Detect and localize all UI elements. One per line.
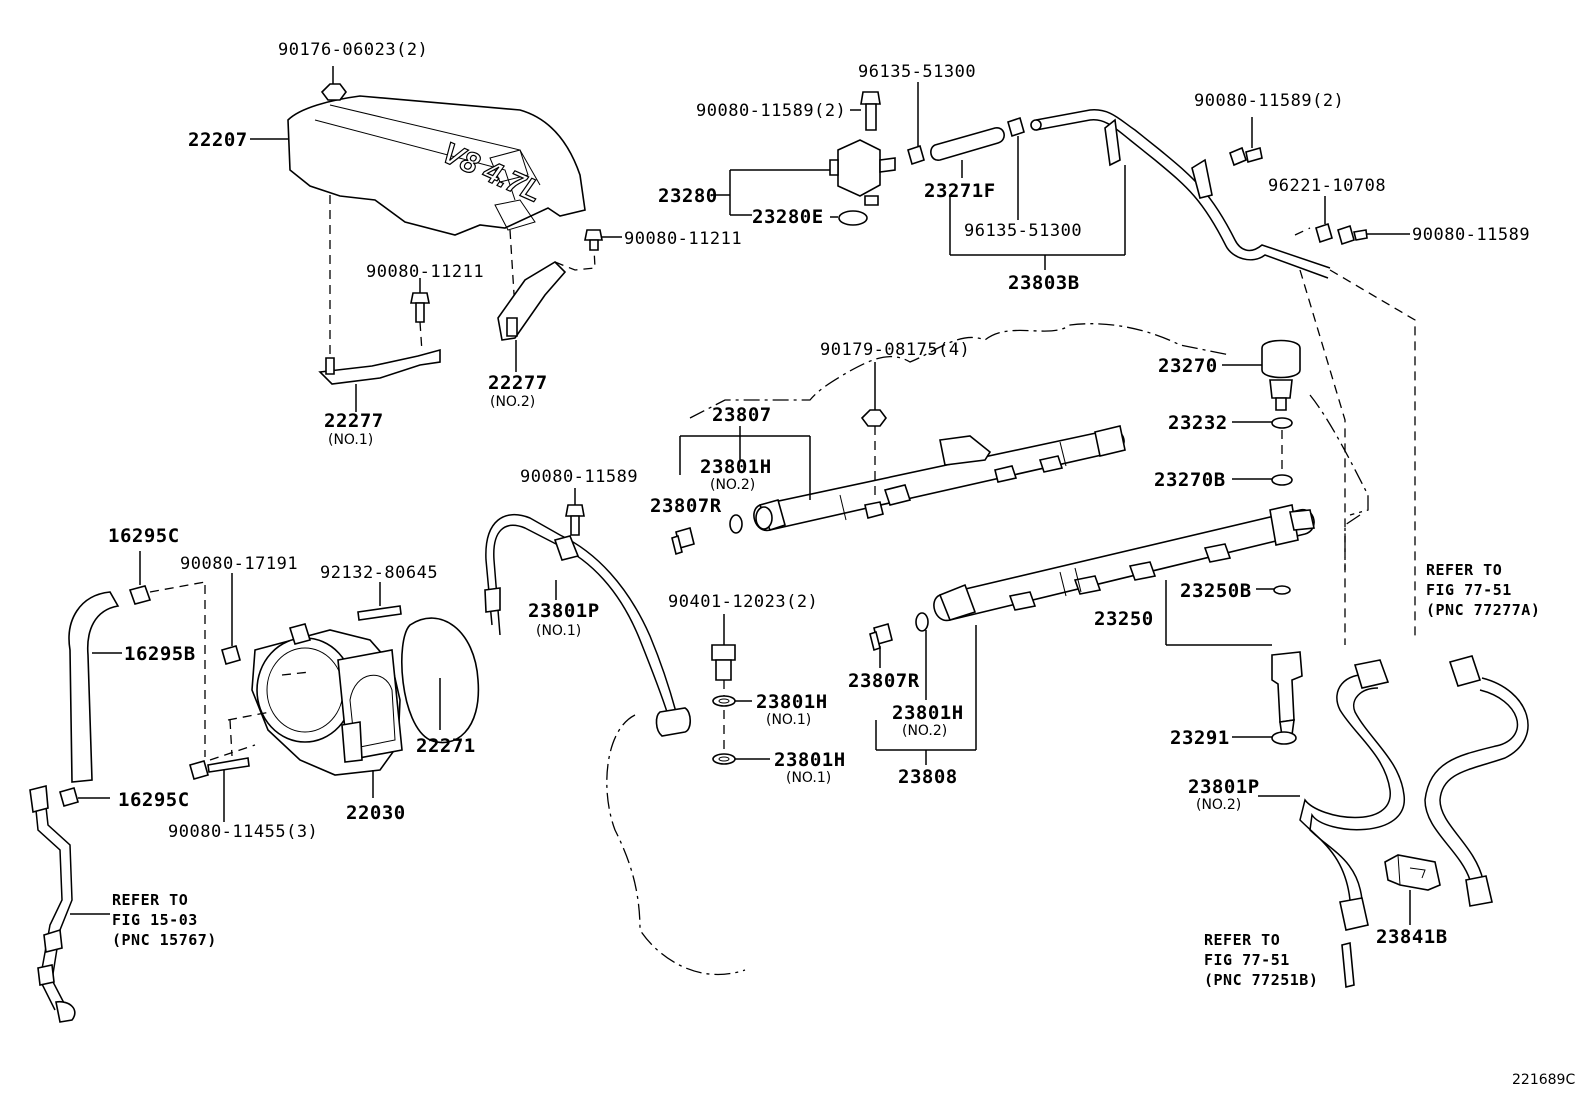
stud-92132-80645 <box>357 582 402 621</box>
label-23801h-no2a: 23801H <box>700 456 772 478</box>
label-23232: 23232 <box>1168 412 1228 434</box>
drawing-code: 221689C <box>1512 1072 1576 1088</box>
oring-23232 <box>1232 417 1293 429</box>
oring-23291 <box>1232 731 1297 745</box>
label-23801h-no2a-sub: (NO.2) <box>710 477 756 493</box>
label-96135-51300-top: 96135-51300 <box>858 62 977 82</box>
hose-16295b <box>68 591 120 783</box>
label-23270b: 23270B <box>1154 469 1226 491</box>
hose-to-fig-77-51-a <box>1424 655 1529 907</box>
nut-90179-08175 <box>860 362 887 500</box>
label-96135-51300-mid: 96135-51300 <box>964 221 1083 241</box>
water-pipe-assembly <box>29 784 110 1023</box>
label-23250b: 23250B <box>1180 580 1252 602</box>
hose-23801p-no1 <box>484 513 692 737</box>
label-23807r-a: 23807R <box>650 495 722 517</box>
label-90179-08175: 90179-08175(4) <box>820 340 971 360</box>
throttle-body-22030 <box>251 623 403 798</box>
label-23801h-no1b-sub: (NO.1) <box>786 770 832 786</box>
label-23801h-no2b-sub: (NO.2) <box>902 723 948 739</box>
label-16295b: 16295B <box>124 643 196 665</box>
bolt-90080-11211-b <box>584 229 622 251</box>
label-23271f: 23271F <box>924 180 996 202</box>
label-90080-17191: 90080-17191 <box>180 554 299 574</box>
label-23801h-no1b: 23801H <box>774 749 846 771</box>
fuel-pipe-23803b <box>1030 109 1331 279</box>
bolt-90080-11211-a <box>410 278 430 353</box>
label-90080-11589-2b: 90080-11589(2) <box>1194 91 1345 111</box>
label-23250: 23250 <box>1094 608 1154 630</box>
cover-nut <box>320 66 347 101</box>
hose-23801p-no2 <box>1258 659 1405 989</box>
refer-fig-77-51-b: REFER TO FIG 77-51 (PNC 77251B) <box>1204 931 1319 989</box>
clamp-96135-51300-mid <box>1007 116 1025 220</box>
clip-23841b <box>1384 854 1441 925</box>
label-23801h-no1a-sub: (NO.1) <box>766 712 812 728</box>
fuel-rail-23807 <box>753 425 1126 532</box>
engine-cover: V8 4.7L <box>287 95 586 236</box>
label-23270: 23270 <box>1158 355 1218 377</box>
fuel-rail-23808 <box>933 504 1315 622</box>
clamp-96135-51300-top <box>907 82 925 166</box>
label-23801h-no1a: 23801H <box>756 691 828 713</box>
bolt-90080-17191 <box>221 573 241 665</box>
plug-23807r-b <box>869 612 929 700</box>
gasket-23801h-no1-b <box>712 753 770 765</box>
label-96221-10708: 96221-10708 <box>1268 176 1387 196</box>
bolt-90080-11455 <box>189 757 250 822</box>
clamp-16295c-bottom <box>59 787 110 807</box>
bracket-22277-no1 <box>318 348 441 412</box>
label-90080-11211-a: 90080-11211 <box>366 262 485 282</box>
union-bolt-90401-12023 <box>711 614 736 760</box>
label-90080-11589-m: 90080-11589 <box>520 467 639 487</box>
label-23801p-no2-sub: (NO.2) <box>1196 797 1242 813</box>
label-23803b: 23803B <box>1008 272 1080 294</box>
label-90080-11211-b: 90080-11211 <box>624 229 743 249</box>
label-22207: 22207 <box>188 129 248 151</box>
label-90080-11455: 90080-11455(3) <box>168 822 319 842</box>
label-23807r-b: 23807R <box>848 670 920 692</box>
gasket-22271 <box>401 617 480 744</box>
label-23280: 23280 <box>658 185 718 207</box>
oring-23270b <box>1232 430 1293 486</box>
label-92132-80645: 92132-80645 <box>320 563 439 583</box>
label-90080-11589-r: 90080-11589 <box>1412 225 1531 245</box>
clamp-16295c-top <box>128 551 152 605</box>
label-23801h-no2b: 23801H <box>892 702 964 724</box>
bracket-22277-no2 <box>497 247 596 372</box>
label-90176-06023: 90176-06023(2) <box>278 40 429 60</box>
label-23291: 23291 <box>1170 727 1230 749</box>
pressure-regulator-23270 <box>1222 339 1301 411</box>
clip-96221-10708 <box>1315 196 1333 244</box>
plug-23807r-a <box>671 514 743 556</box>
label-90401-12023: 90401-12023(2) <box>668 592 819 612</box>
label-23807: 23807 <box>712 404 772 426</box>
bolt-90080-11589-top <box>850 91 881 131</box>
label-23801p-no2: 23801P <box>1188 776 1260 798</box>
bolt-90080-11589-right-b <box>1337 224 1410 246</box>
pulsation-damper-23280 <box>829 139 896 226</box>
label-22030: 22030 <box>346 802 406 824</box>
label-23280e: 23280E <box>752 206 824 228</box>
label-23801p-no1-sub: (NO.1) <box>536 623 582 639</box>
injector-23250 <box>1165 580 1303 737</box>
hose-23271f <box>930 127 1005 178</box>
label-16295c-top: 16295C <box>108 525 180 547</box>
label-22277-no1-sub: (NO.1) <box>328 432 374 448</box>
label-22277-no1: 22277 <box>324 410 384 432</box>
label-23841b: 23841B <box>1376 926 1448 948</box>
label-22277-no2: 22277 <box>488 372 548 394</box>
label-16295c-bottom: 16295C <box>118 789 190 811</box>
refer-fig-15-03: REFER TO FIG 15-03 (PNC 15767) <box>112 891 217 949</box>
refer-fig-77-51-a: REFER TO FIG 77-51 (PNC 77277A) <box>1426 561 1541 619</box>
bolt-90080-11589-right-a <box>1229 117 1263 167</box>
gasket-23801h-no1-a <box>712 695 752 707</box>
label-23801p-no1: 23801P <box>528 600 600 622</box>
label-23808: 23808 <box>898 766 958 788</box>
label-90080-11589-2a: 90080-11589(2) <box>696 101 847 121</box>
bolt-90080-11589-mid <box>565 488 585 536</box>
label-22271: 22271 <box>416 735 476 757</box>
label-22277-no2-sub: (NO.2) <box>490 394 536 410</box>
